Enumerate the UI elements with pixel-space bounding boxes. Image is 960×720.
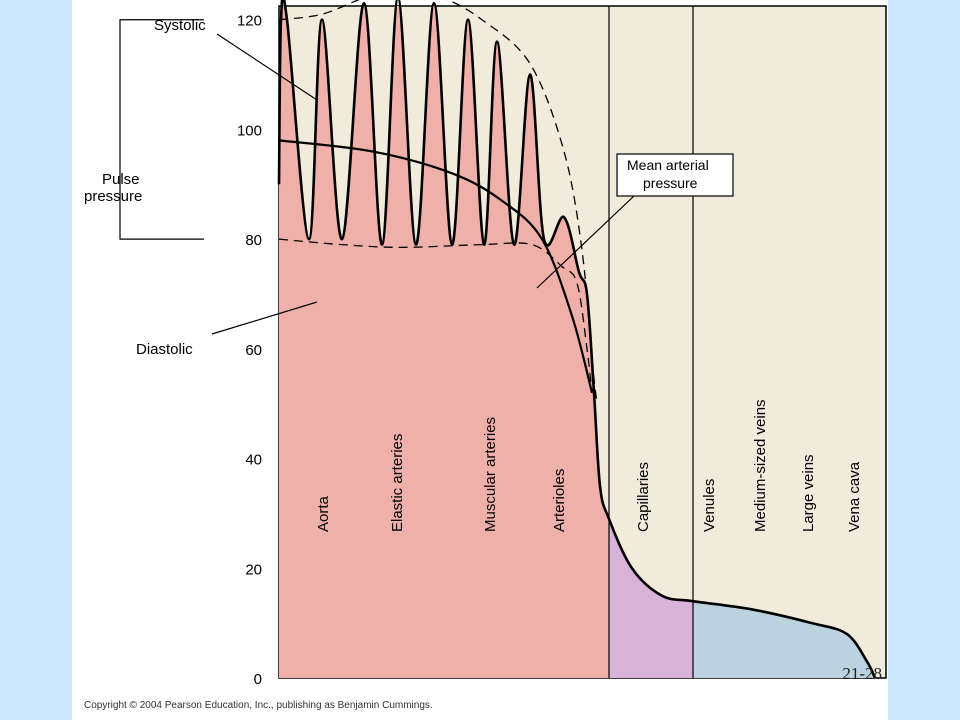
slide: Systolic Diastolic Pulse pressure Mean a… <box>72 0 888 720</box>
y-tick-label: 40 <box>245 452 262 469</box>
pulse-pressure-label-line2: pressure <box>84 188 142 205</box>
slide-number: 21-28 <box>842 664 882 683</box>
systolic-label: Systolic <box>154 17 206 34</box>
region-label: Medium-sized veins <box>752 399 769 532</box>
y-tick-label: 60 <box>245 342 262 359</box>
mean-arterial-pointer <box>536 195 635 289</box>
region-label: Capillaries <box>635 462 652 532</box>
blood-pressure-chart: Systolic Diastolic Pulse pressure Mean a… <box>84 0 887 711</box>
region-label: Arterioles <box>551 469 568 532</box>
systolic-envelope <box>278 0 598 404</box>
y-tick-label: 120 <box>237 13 262 30</box>
arterial-fill <box>279 6 609 678</box>
pulse-pressure-label-line1: Pulse <box>102 171 140 188</box>
mean-arterial-box <box>616 153 734 197</box>
copyright-text: Copyright © 2004 Pearson Education, Inc.… <box>84 700 433 711</box>
region-label: Muscular arteries <box>482 417 499 532</box>
mean-arterial-line <box>278 139 594 394</box>
y-tick-label: 0 <box>254 671 262 688</box>
y-tick-label: 20 <box>245 561 262 578</box>
pulse-pressure-bracket <box>119 19 204 240</box>
region-label: Large veins <box>800 454 817 532</box>
mean-arterial-label-line2: pressure <box>643 175 698 191</box>
y-tick-label: 80 <box>245 232 262 249</box>
mean-arterial-label-line1: Mean arterial <box>627 157 709 173</box>
y-tick-label: 100 <box>237 122 262 139</box>
diastolic-pointer <box>211 301 318 335</box>
region-label: Aorta <box>315 495 332 532</box>
diastolic-envelope <box>278 238 593 393</box>
venous-fill <box>693 601 886 678</box>
systolic-pointer <box>216 33 318 101</box>
region-label: Elastic arteries <box>389 434 406 532</box>
region-label: Venules <box>701 479 718 532</box>
diastolic-label: Diastolic <box>136 341 193 358</box>
capillary-fill <box>609 518 693 678</box>
pressure-curve <box>277 0 877 679</box>
region-label: Vena cava <box>846 461 863 532</box>
